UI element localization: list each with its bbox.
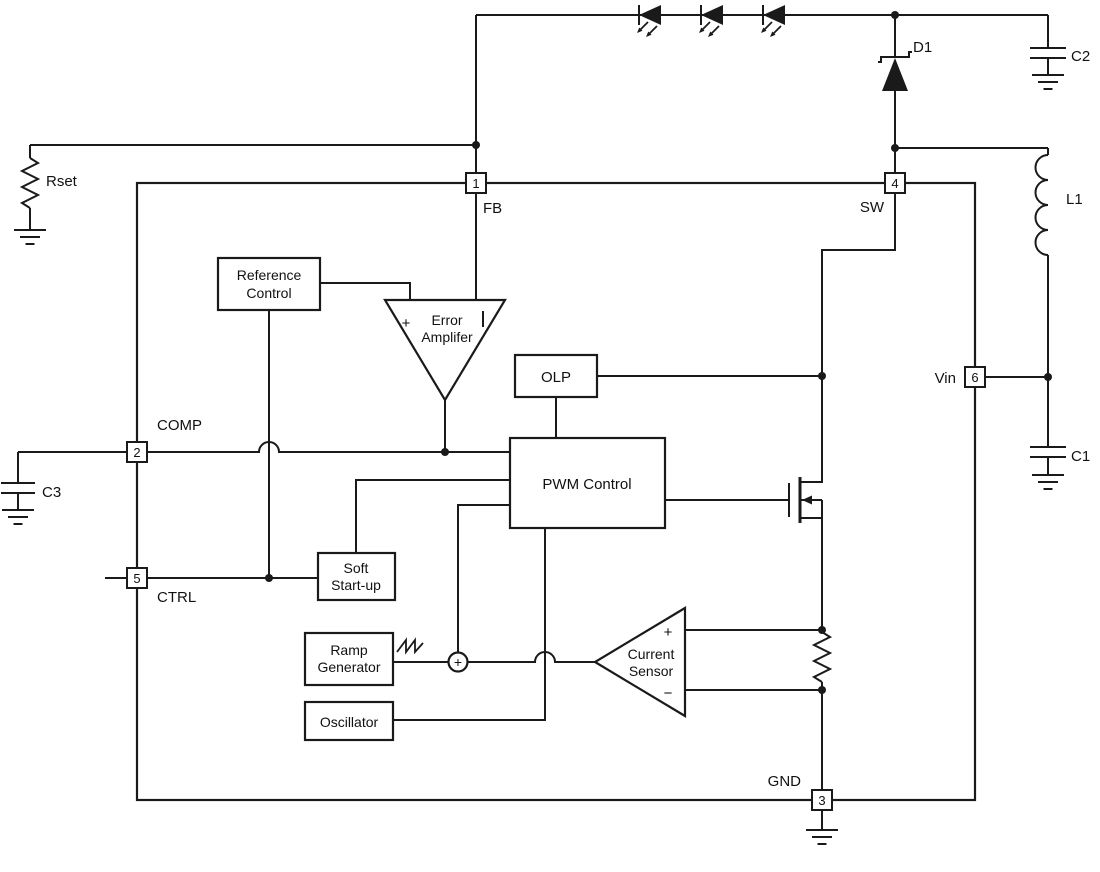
ramp-generator-block: Ramp Generator [303, 631, 424, 687]
junction-dot [818, 626, 826, 634]
label-c3: C3 [42, 484, 61, 501]
current-sensor-label-1: Current [628, 646, 675, 662]
current-sensor-label-2: Sensor [629, 663, 674, 679]
ic-boundary [135, 181, 977, 802]
mosfet-icon [788, 477, 812, 523]
schottky-diode-d1-icon [878, 51, 912, 91]
pin-4-number: 4 [891, 176, 898, 191]
pin-6-vin: 6 [964, 366, 986, 388]
label-c2: C2 [1071, 48, 1090, 65]
label-c1: C1 [1071, 448, 1090, 465]
pin-5-ctrl: 5 [126, 567, 148, 589]
olp-block: OLP [513, 353, 599, 399]
junction-dot [472, 141, 480, 149]
error-amp-label-1: Error [431, 312, 462, 328]
pin-2-comp: 2 [126, 441, 148, 463]
resistor-rset-icon [19, 157, 41, 209]
current-sensor-minus-input: − [664, 685, 673, 702]
junction-dot [1044, 373, 1052, 381]
ground-icon [805, 829, 839, 845]
sense-resistor-icon [811, 631, 833, 683]
junction-dots [265, 11, 1052, 694]
error-amplifier-symbol: + Error Amplifer [383, 298, 507, 403]
pin-label-comp: COMP [157, 417, 202, 434]
pwm-control-block: PWM Control [508, 436, 667, 530]
reference-control-label-1: Reference [237, 267, 302, 283]
soft-start-block: Soft Start-up [316, 551, 397, 602]
soft-start-label-2: Start-up [331, 577, 381, 593]
ground-icon [1031, 474, 1065, 490]
junction-dot [818, 372, 826, 380]
error-amp-plus-input: + [402, 315, 411, 332]
pin-3-gnd: 3 [811, 789, 833, 811]
ground-icon [13, 229, 47, 245]
led-icon [698, 4, 724, 38]
pin-6-number: 6 [971, 370, 978, 385]
ramp-generator-label-2: Generator [317, 659, 380, 675]
label-l1: L1 [1066, 191, 1083, 208]
ground-icon [1, 509, 35, 525]
label-rset: Rset [46, 173, 78, 190]
summing-node: + [447, 651, 469, 673]
pwm-control-label: PWM Control [542, 476, 631, 493]
error-amp-label-2: Amplifer [421, 329, 473, 345]
pin-label-gnd: GND [768, 773, 802, 790]
pin-label-sw: SW [860, 199, 885, 216]
olp-label: OLP [541, 369, 571, 386]
junction-dot [441, 448, 449, 456]
wire-net [17, 14, 1049, 830]
current-sensor-plus-input: + [664, 624, 673, 641]
led-icon [760, 4, 786, 38]
pin-label-ctrl: CTRL [157, 589, 196, 606]
junction-dot [891, 144, 899, 152]
capacitor-plates [1, 47, 1066, 494]
led-icon [636, 4, 662, 38]
pin-2-number: 2 [133, 445, 140, 460]
oscillator-label: Oscillator [320, 714, 379, 730]
summing-plus: + [454, 654, 462, 670]
reference-control-label-2: Control [246, 285, 291, 301]
pin-1-fb: 1 [465, 172, 487, 194]
ground-icon [1031, 74, 1065, 90]
ramp-generator-label-1: Ramp [330, 642, 368, 658]
label-d1: D1 [913, 39, 932, 56]
oscillator-block: Oscillator [303, 700, 395, 742]
junction-dot [891, 11, 899, 19]
pin-3-number: 3 [818, 793, 825, 808]
reference-control-block: Reference Control [216, 256, 322, 312]
inductor-l1-icon [1034, 154, 1049, 256]
pin-1-number: 1 [472, 176, 479, 191]
sawtooth-icon [396, 637, 424, 655]
pin-5-number: 5 [133, 571, 140, 586]
soft-start-label-1: Soft [344, 560, 369, 576]
pin-label-fb: FB [483, 200, 502, 217]
pin-label-vin: Vin [935, 370, 956, 387]
pin-4-sw: 4 [884, 172, 906, 194]
junction-dot [265, 574, 273, 582]
current-sensor-symbol: + − Current Sensor [592, 606, 687, 718]
junction-dot [818, 686, 826, 694]
